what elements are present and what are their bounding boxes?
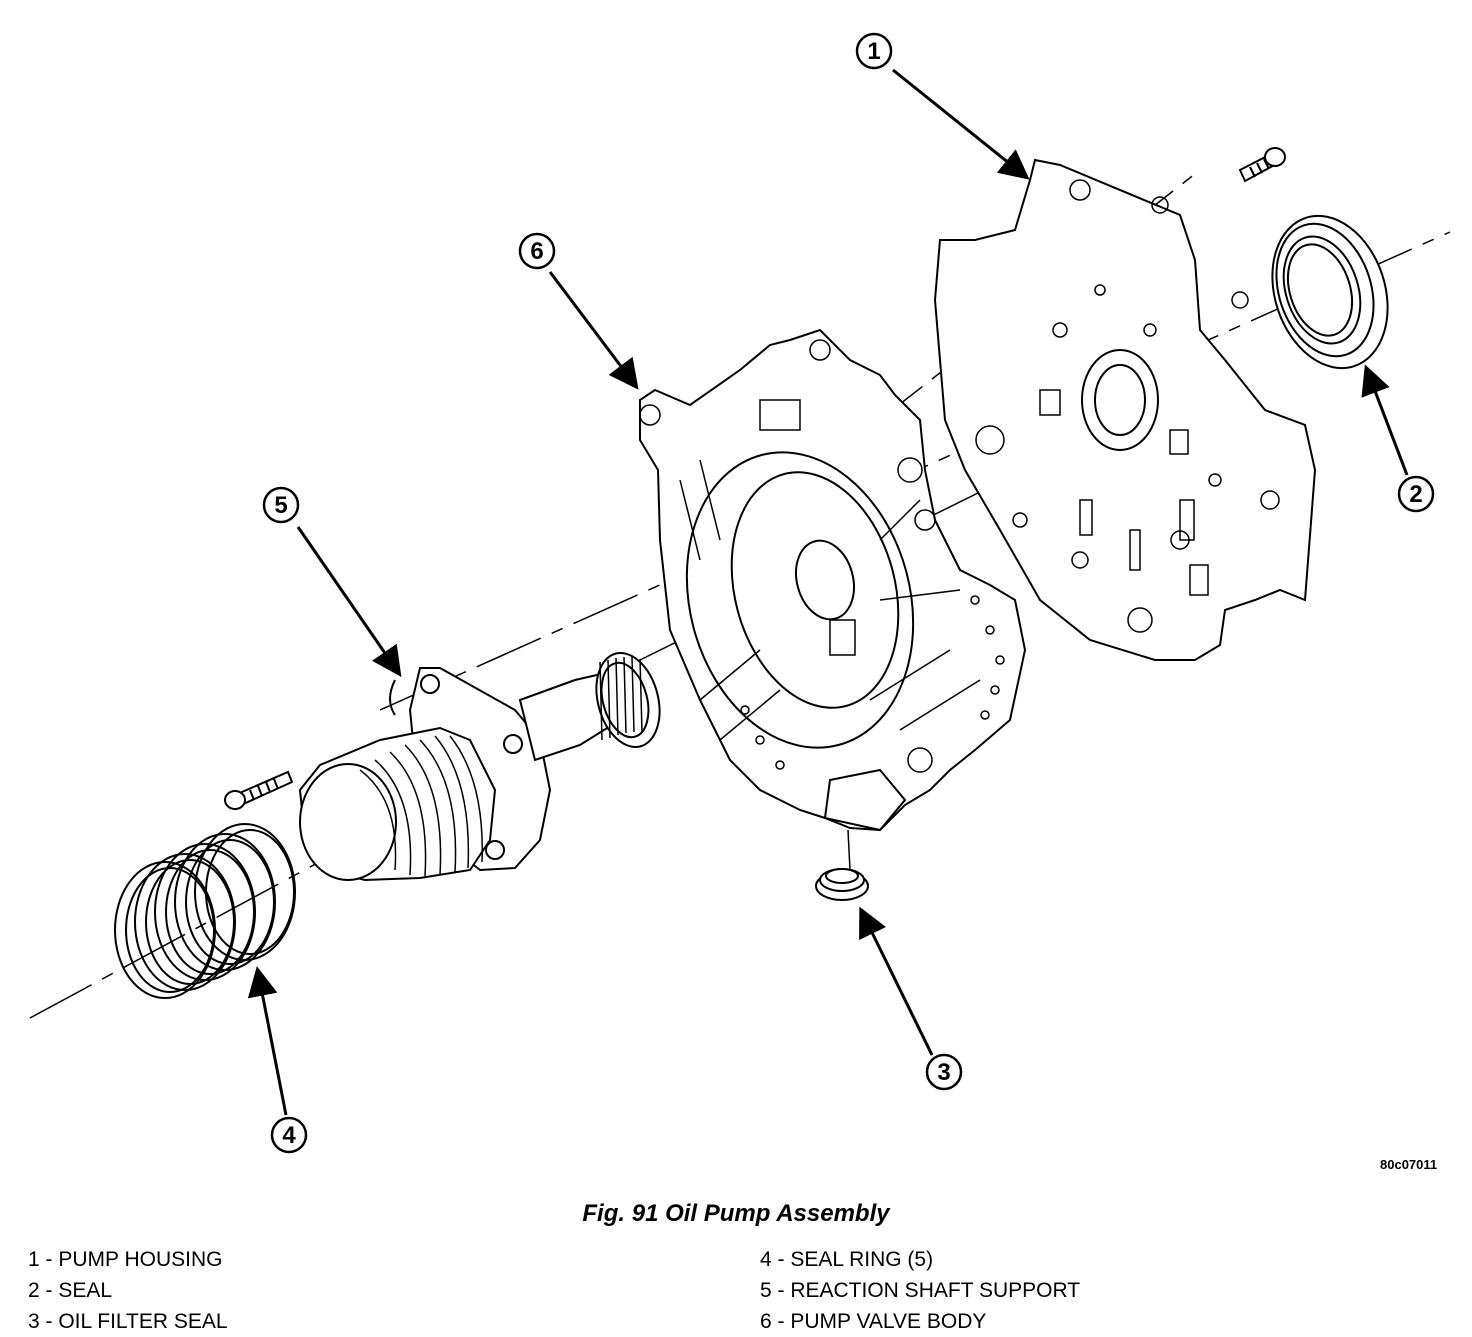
callout-2-label: 2 [1409,481,1422,508]
leader-3 [859,906,934,1056]
legend-item: 2 - SEAL [28,1279,113,1302]
oil-pump-exploded-diagram: 1 2 3 4 5 6 [29,32,1451,1154]
callout-5: 5 [262,486,300,524]
callout-4-label: 4 [282,1122,296,1149]
legend-item: 1 - PUMP HOUSING [28,1248,223,1271]
callout-leaders [247,68,1409,1116]
legend-item: 5 - REACTION SHAFT SUPPORT [760,1279,1081,1302]
legend-item: 3 - OIL FILTER SEAL [28,1310,228,1333]
seal-drawing [1271,214,1389,370]
legend-left-column: 1 - PUMP HOUSING 2 - SEAL 3 - OIL FILTER… [28,1244,228,1337]
figure-code: 80c07011 [1380,1157,1438,1172]
seal-rings-drawing [114,823,296,999]
housing-bolt-drawing [1238,147,1286,183]
callout-3-label: 3 [937,1059,950,1086]
leader-2 [1361,364,1409,476]
support-bolt-drawing [224,770,294,810]
leader-1 [892,68,1030,180]
callout-6: 6 [518,232,556,270]
legend-item: 6 - PUMP VALVE BODY [760,1310,987,1333]
callout-1: 1 [855,32,893,70]
leader-5 [296,526,402,677]
leader-6 [548,271,639,390]
leader-4 [247,966,288,1116]
callout-1-label: 1 [867,38,880,65]
callout-6-label: 6 [530,238,543,265]
figure-caption: Fig. 91 Oil Pump Assembly [582,1200,890,1227]
callout-3: 3 [925,1053,963,1091]
callout-5-label: 5 [274,492,287,519]
legend-item: 4 - SEAL RING (5) [760,1248,934,1271]
oil-filter-seal-drawing [815,868,869,901]
legend-right-column: 4 - SEAL RING (5) 5 - REACTION SHAFT SUP… [760,1244,1080,1337]
callout-2: 2 [1397,475,1435,513]
reaction-shaft-support-drawing [298,651,661,882]
pump-valve-body-drawing [639,328,1027,832]
callout-4: 4 [270,1116,308,1154]
pump-housing-drawing [933,158,1317,661]
